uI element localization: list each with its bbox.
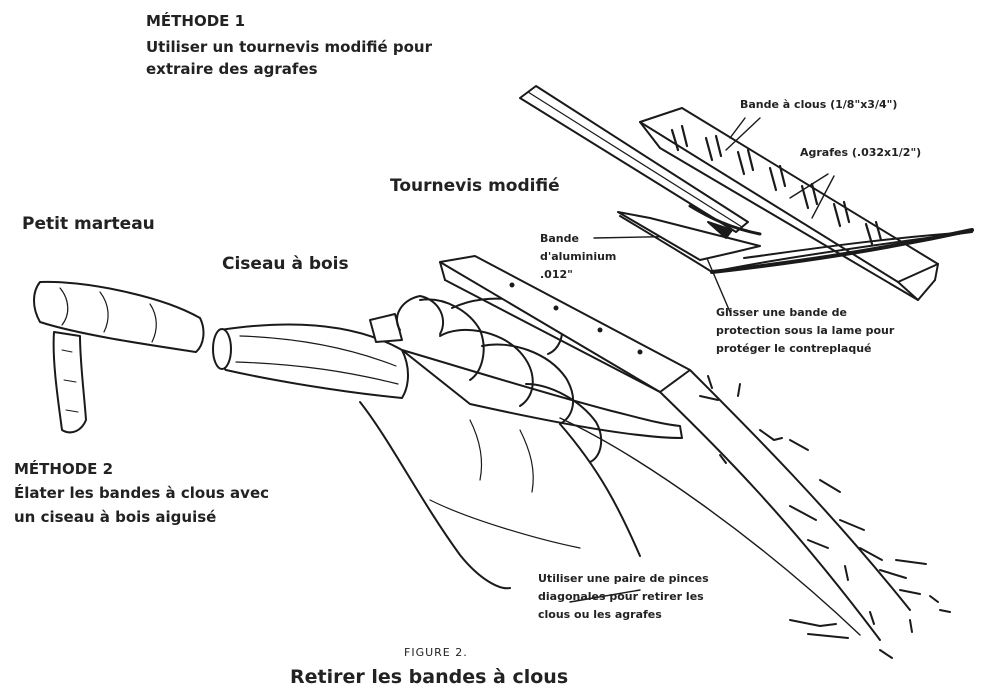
label-pliers-line-2: diagonales pour retirer les [538, 590, 704, 603]
label-wood-chisel: Ciseau à bois [222, 254, 349, 275]
method-1-title: MÉTHODE 1 [146, 12, 245, 30]
label-aluminium-line-3: .012" [540, 268, 573, 281]
label-staples: Agrafes (.032x1/2") [800, 146, 921, 159]
label-pliers-line-1: Utiliser une paire de pinces [538, 572, 709, 585]
figure-caption: Retirer les bandes à clous [290, 666, 568, 689]
figure-number: FIGURE 2. [404, 646, 468, 659]
method-1-text-line-2: extraire des agrafes [146, 60, 318, 78]
label-aluminium-line-2: d'aluminium [540, 250, 616, 263]
label-protection-line-2: protection sous la lame pour [716, 324, 894, 337]
label-protection-line-3: protéger le contreplaqué [716, 342, 872, 355]
label-pliers-line-3: clous ou les agrafes [538, 608, 662, 621]
hammer-drawing [34, 282, 203, 433]
label-aluminium-line-1: Bande [540, 232, 579, 245]
label-small-hammer: Petit marteau [22, 214, 155, 235]
method-2-text-line-1: Élater les bandes à clous avec [14, 484, 269, 502]
label-protection-line-1: Glisser une bande de [716, 306, 847, 319]
label-modified-screwdriver: Tournevis modifié [390, 176, 560, 197]
method-2-text-line-2: un ciseau à bois aiguisé [14, 508, 216, 526]
method-1-text-line-1: Utiliser un tournevis modifié pour [146, 38, 432, 56]
label-nailing-strip: Bande à clous (1/8"x3/4") [740, 98, 897, 111]
method-2-title: MÉTHODE 2 [14, 460, 113, 478]
